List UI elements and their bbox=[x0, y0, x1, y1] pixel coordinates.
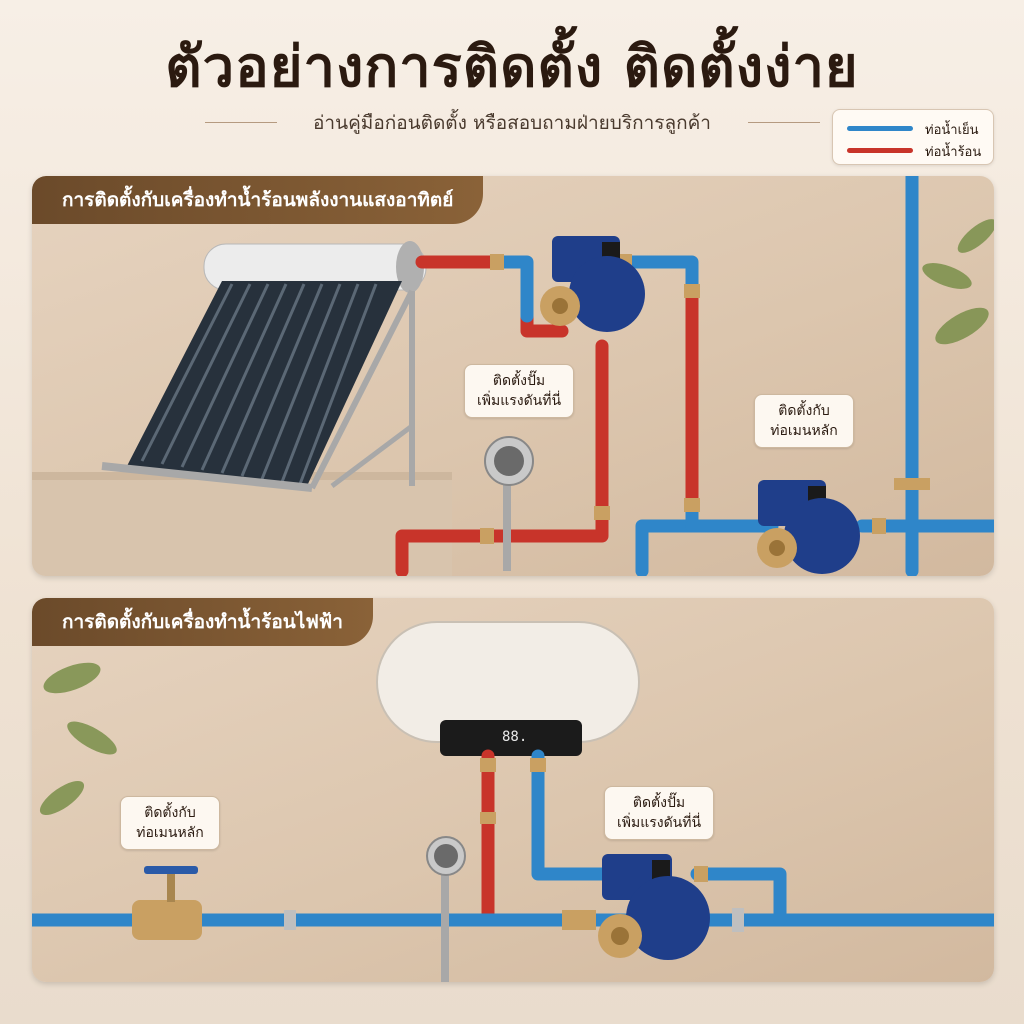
cold-pipe-run bbox=[495, 176, 994, 576]
callout-pump-here: ติดตั้งปั๊ม เพิ่มแรงดันที่นี่ bbox=[464, 364, 574, 418]
solar-install-panel: การติดตั้งกับเครื่องทำน้ำร้อนพลังงานแสงอ… bbox=[32, 176, 994, 576]
plant-decoration bbox=[922, 219, 994, 345]
legend-cold-label: ท่อน้ำเย็น bbox=[925, 123, 979, 138]
callout-main-pipe: ติดตั้งกับ ท่อเมนหลัก bbox=[120, 796, 220, 850]
pump-icon bbox=[598, 854, 710, 960]
legend-hot: ท่อน้ำร้อน bbox=[847, 140, 987, 160]
callout-line: ติดตั้งปั๊ม bbox=[632, 795, 686, 811]
subtitle-divider-right bbox=[748, 122, 820, 123]
callout-line: ท่อเมนหลัก bbox=[770, 423, 838, 439]
cold-pipe-swatch bbox=[847, 126, 913, 131]
concrete-ledge bbox=[32, 476, 452, 576]
gate-valve-icon bbox=[132, 866, 202, 940]
solar-panel-tag: การติดตั้งกับเครื่องทำน้ำร้อนพลังงานแสงอ… bbox=[32, 176, 484, 224]
heater-display: 88. bbox=[502, 729, 528, 745]
callout-line: เพิ่มแรงดันที่นี่ bbox=[616, 815, 702, 831]
callout-line: ติดตั้งกับ bbox=[778, 403, 830, 419]
hot-pipe-swatch bbox=[847, 148, 913, 153]
pump-icon bbox=[757, 480, 860, 574]
pipe-legend: ท่อน้ำเย็น ท่อน้ำร้อน bbox=[832, 109, 994, 165]
legend-hot-label: ท่อน้ำร้อน bbox=[925, 145, 982, 160]
shower-head-icon bbox=[484, 436, 534, 571]
electric-install-panel: การติดตั้งกับเครื่องทำน้ำร้อนไฟฟ้า 88. ต… bbox=[32, 598, 994, 982]
callout-line: ท่อเมนหลัก bbox=[136, 825, 204, 841]
electric-panel-tag: การติดตั้งกับเครื่องทำน้ำร้อนไฟฟ้า bbox=[32, 598, 373, 646]
callout-line: ติดตั้งกับ bbox=[144, 805, 196, 821]
solar-diagram bbox=[32, 176, 994, 576]
legend-cold: ท่อน้ำเย็น bbox=[847, 118, 987, 138]
electric-heater-icon bbox=[376, 621, 640, 756]
callout-line: เพิ่มแรงดันที่นี่ bbox=[476, 393, 562, 409]
shower-head-icon bbox=[426, 836, 466, 982]
subtitle-wrap: อ่านคู่มือก่อนติดตั้ง หรือสอบถามฝ่ายบริก… bbox=[0, 108, 1024, 138]
page-subtitle: อ่านคู่มือก่อนติดตั้ง หรือสอบถามฝ่ายบริก… bbox=[313, 112, 711, 134]
electric-diagram bbox=[32, 621, 994, 982]
callout-pump-here: ติดตั้งปั๊ม เพิ่มแรงดันที่นี่ bbox=[604, 786, 714, 840]
brass-fittings bbox=[480, 254, 930, 544]
subtitle-divider-left bbox=[205, 122, 277, 123]
pump-icon bbox=[540, 236, 645, 332]
callout-line: ติดตั้งปั๊ม bbox=[492, 373, 546, 389]
plant-decoration bbox=[39, 662, 117, 816]
callout-main-pipe: ติดตั้งกับ ท่อเมนหลัก bbox=[754, 394, 854, 448]
solar-heater-icon bbox=[101, 241, 427, 492]
page-title: ตัวอย่างการติดตั้ง ติดตั้งง่าย bbox=[165, 35, 859, 100]
